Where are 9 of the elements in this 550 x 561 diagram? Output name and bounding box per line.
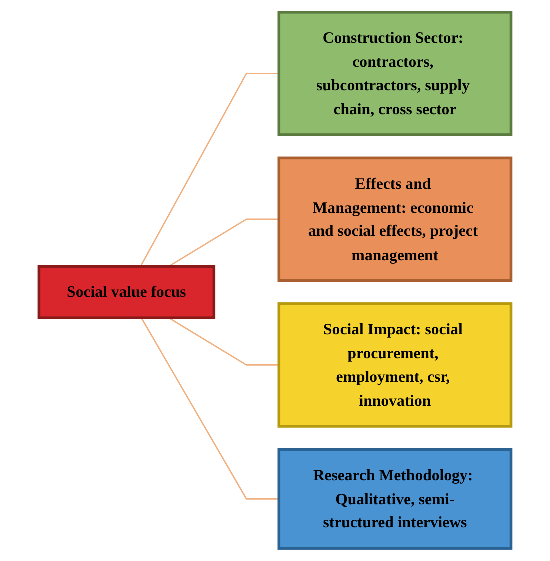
node-box: Social Impact: social procurement, employment, csr, innovation <box>278 302 512 428</box>
connector <box>168 218 279 268</box>
node-box: Research Methodology: Qualitative, semi-structured interviews <box>278 448 512 550</box>
node-box: Effects and Management: economic and social effects, project management <box>278 156 512 282</box>
node-box: Construction Sector: contractors, subcontractors, supply chain, cross sector <box>278 11 512 136</box>
connector <box>168 318 279 366</box>
node-box: Social value focus <box>38 265 216 320</box>
connector <box>140 318 279 500</box>
connector <box>140 73 279 267</box>
